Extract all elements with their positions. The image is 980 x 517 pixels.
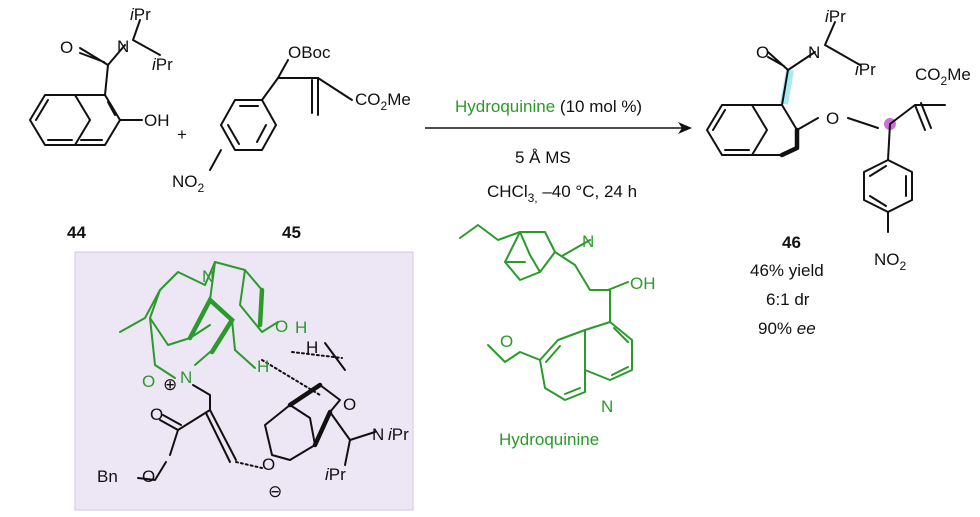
atom-H: H: [306, 338, 318, 357]
label-compound-46: 46: [782, 233, 801, 252]
atom-N: N: [808, 43, 820, 62]
reaction-arrow: [425, 122, 692, 134]
atom-iPr: iPr: [855, 60, 876, 79]
atom-O: O: [826, 109, 839, 128]
atom-OBoc: OBoc: [288, 43, 331, 62]
atom-H: H: [295, 318, 307, 337]
label-compound-44: 44: [67, 223, 86, 242]
atom-O: O: [142, 372, 155, 391]
atom-O: O: [60, 38, 73, 57]
atom-N: N: [582, 232, 594, 251]
atom-N: N: [372, 425, 384, 444]
condition-additive: 5 Å MS: [515, 148, 571, 167]
hydroquinine-structure: [459, 224, 633, 401]
dr-46: 6:1 dr: [766, 290, 810, 309]
atom-NO2: NO2: [874, 250, 907, 273]
plus-sign: +: [177, 125, 187, 144]
atom-N: N: [601, 397, 613, 416]
transition-state-box: [74, 251, 414, 511]
atom-N: N: [202, 267, 214, 286]
atom-iPr: iPr: [388, 425, 409, 444]
transition-state-structure: [119, 261, 376, 481]
atom-OH: OH: [630, 274, 656, 293]
compound-44-structure: [29, 19, 161, 146]
catalyst-name-label: Hydroquinine: [499, 430, 599, 449]
compound-46-structure: [706, 21, 946, 233]
anion-charge: ⊖: [268, 482, 282, 501]
label-compound-45: 45: [282, 223, 301, 242]
cation-charge: ⊕: [163, 375, 177, 394]
atom-O: O: [262, 455, 275, 474]
atom-O: O: [275, 317, 288, 336]
atom-O: O: [142, 467, 155, 486]
atom-NO2: NO2: [172, 172, 205, 195]
condition-solvent-temp-time: CHCl3, –40 °C, 24 h: [487, 182, 637, 205]
atom-OH: OH: [144, 111, 170, 130]
atom-N: N: [117, 37, 129, 56]
atom-H: H: [257, 357, 269, 376]
atom-N: N: [180, 368, 192, 387]
atom-CO2Me: CO2Me: [355, 90, 411, 113]
atom-CO2Me: CO2Me: [915, 65, 971, 88]
atom-iPr: iPr: [325, 465, 346, 484]
atom-O: O: [343, 395, 356, 414]
atom-iPr: iPr: [825, 7, 846, 26]
yield-46: 46% yield: [750, 261, 824, 280]
condition-catalyst: Hydroquinine (10 mol %): [455, 97, 642, 116]
compound-45-structure: [209, 59, 353, 171]
atom-iPr: iPr: [152, 55, 173, 74]
atom-O: O: [150, 405, 163, 424]
ee-46: 90% ee: [758, 319, 816, 338]
atom-O: O: [756, 43, 769, 62]
atom-Bn: Bn: [97, 467, 118, 486]
atom-O: O: [500, 332, 513, 351]
atom-iPr: iPr: [130, 5, 151, 24]
